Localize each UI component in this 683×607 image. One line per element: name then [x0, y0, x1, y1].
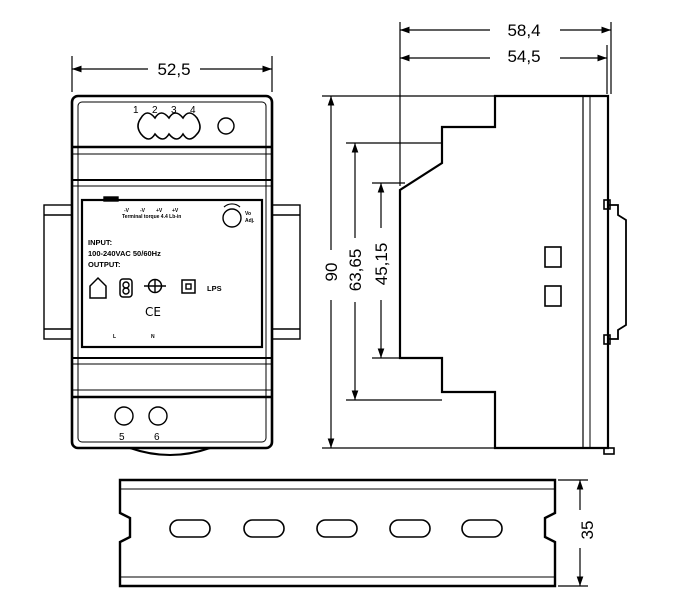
side-profile — [398, 94, 610, 450]
din-rail-outline — [118, 478, 557, 588]
house-indoor-icon — [89, 276, 107, 299]
dim-heights — [322, 95, 605, 449]
din-latch — [129, 447, 211, 456]
terminal-label-5: 5 — [119, 432, 125, 443]
front-view — [43, 94, 301, 456]
out-terminal-2: -V — [140, 208, 146, 214]
ce-mark: CE — [145, 305, 161, 319]
input-heading: INPUT: — [88, 238, 112, 247]
dim-depth — [399, 22, 612, 186]
din-rail-right — [271, 204, 301, 340]
out-terminal-3: +V — [156, 208, 163, 214]
din-rail-clip — [608, 204, 627, 340]
terminal-label-1: 1 — [133, 105, 139, 116]
rail-slot-3 — [316, 519, 358, 538]
housing-outline — [70, 94, 274, 450]
side-window-1 — [544, 246, 562, 268]
top-terminal-block — [137, 112, 201, 140]
vo-adj-label-1: Vo — [245, 211, 251, 217]
vo-adj-knob-icon — [222, 208, 242, 228]
rail-slot-2 — [243, 519, 285, 538]
terminal-n-label: N — [151, 334, 155, 340]
terminal-label-6: 6 — [154, 432, 160, 443]
terminal-label-4: 4 — [190, 105, 196, 116]
dim-height-total-label: 90 — [322, 263, 341, 282]
double-insulation-icon — [181, 279, 196, 294]
terminal-label-3: 3 — [171, 105, 177, 116]
dim-rail-height — [558, 479, 588, 587]
torque-note: Terminal torque 4.4 Lb-in — [122, 214, 181, 220]
dim-front-width-label: 52,5 — [157, 60, 190, 79]
dim-inner-depth-label: 54,5 — [507, 47, 540, 66]
out-terminal-4: +V — [172, 208, 179, 214]
rcd-cert-icon — [144, 278, 166, 294]
side-window-2 — [544, 285, 562, 307]
front-label-panel — [80, 198, 264, 349]
out-terminal-1: -V — [124, 208, 130, 214]
terminal-l-label: L — [113, 334, 116, 340]
din-rail-left — [43, 204, 73, 340]
rail-slot-4 — [389, 519, 431, 538]
bottom-screw-6 — [148, 406, 168, 426]
input-spec: 100-240VAC 50/60Hz — [88, 249, 161, 258]
safety-transformer-icon — [119, 278, 133, 298]
dim-total-depth-label: 58,4 — [507, 21, 540, 40]
front-label-text: -V -V +V +V Terminal torque 4.4 Lb-in Vo… — [88, 105, 255, 443]
top-screw-extra — [217, 117, 235, 135]
lps-mark: LPS — [207, 284, 222, 293]
dim-front-width — [71, 56, 273, 92]
dim-height-inner-label: 45,15 — [372, 243, 391, 286]
side-view — [398, 94, 627, 455]
output-heading: OUTPUT: — [88, 260, 121, 269]
din-rail-view — [118, 478, 557, 588]
dim-rail-height-label: 35 — [578, 521, 597, 540]
bottom-screw-5 — [114, 406, 134, 426]
rail-slot-1 — [169, 519, 211, 538]
dim-height-mid-label: 63,65 — [346, 249, 365, 292]
vo-adj-label-2: Adj. — [245, 218, 255, 224]
rail-slot-5 — [461, 519, 503, 538]
terminal-label-2: 2 — [152, 105, 158, 116]
